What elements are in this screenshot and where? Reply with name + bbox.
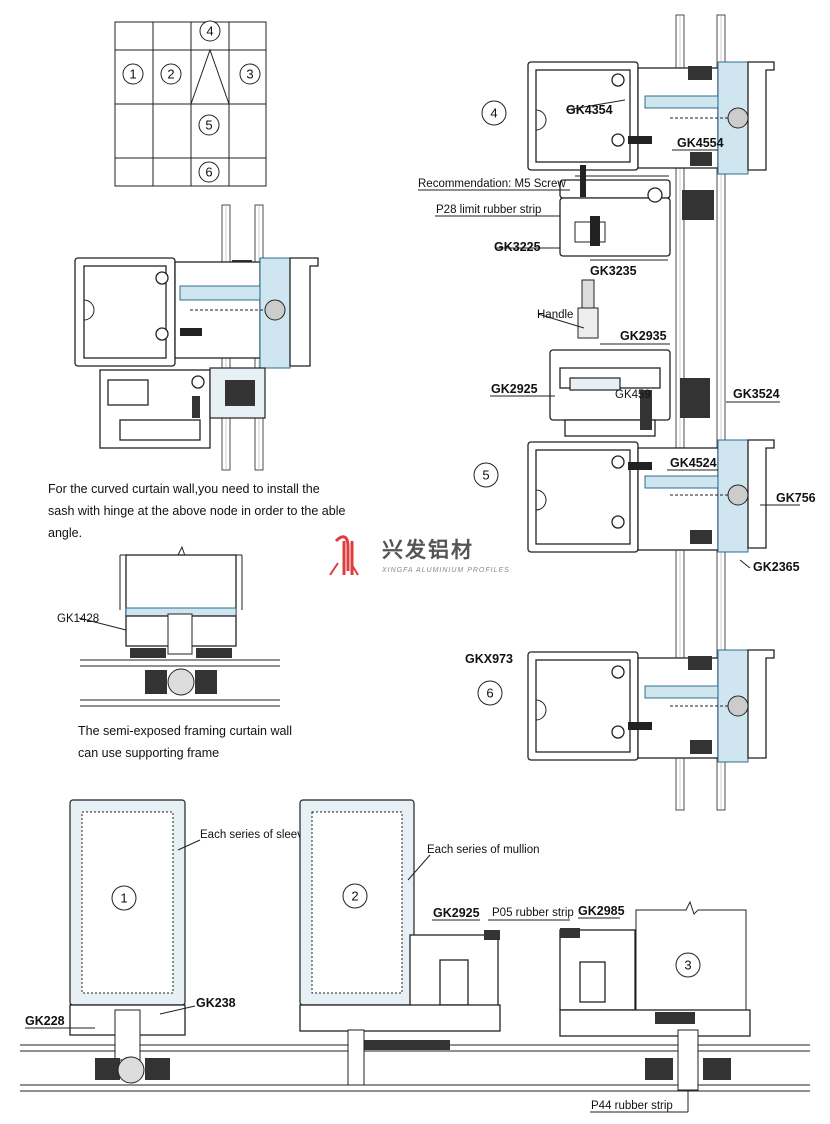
- grid-marker-5: [198, 114, 220, 136]
- grid-marker-4-label: 4: [206, 24, 213, 39]
- label-gk3235: GK3235: [590, 264, 637, 278]
- callout-6-label: 6: [486, 686, 493, 701]
- label-gkx973: GKX973: [465, 652, 513, 666]
- callout-6: [477, 680, 503, 706]
- hinged-sash-section: [74, 204, 319, 471]
- label-gk4354: GK4354: [566, 103, 613, 117]
- callout-4: [481, 100, 507, 126]
- bottom-marker-1: 1: [120, 891, 127, 906]
- label-gk1428: GK1428: [57, 613, 99, 625]
- grid-marker-6: [198, 161, 220, 183]
- note-curved-wall: For the curved curtain wall,you need to …: [48, 482, 346, 540]
- callout-4-label: 4: [490, 106, 497, 121]
- grid-marker-6-label: 6: [205, 165, 212, 180]
- label-gk2925: GK2925: [491, 382, 538, 396]
- semi-exposed-section: GK1428: [57, 545, 280, 707]
- grid-marker-2: [160, 63, 182, 85]
- label-sleeve: Each series of sleeve: [200, 829, 309, 841]
- grid-marker-1: [122, 63, 144, 85]
- label-gk2935: GK2935: [620, 329, 667, 343]
- callout-5-label: 5: [482, 468, 489, 483]
- label-mullion: Each series of mullion: [427, 844, 540, 856]
- grid-marker-3-label: 3: [246, 67, 253, 82]
- label-p44: P44 rubber strip: [591, 1100, 673, 1112]
- label-gk3524: GK3524: [733, 387, 780, 401]
- bottom-sections: 1 Each series of sleeve GK228 GK238 2 Ea…: [20, 799, 810, 1113]
- label-gk4524: GK4524: [670, 456, 717, 470]
- grid-marker-5-label: 5: [205, 118, 212, 133]
- grid-marker-3: [239, 63, 261, 85]
- bottom-marker-3: 3: [684, 958, 691, 973]
- label-gk2365: GK2365: [753, 560, 800, 574]
- label-gk3225: GK3225: [494, 240, 541, 254]
- bottom-marker-2: 2: [351, 889, 358, 904]
- logo-english-text: XINGFA ALUMINIUM PROFILES: [381, 567, 510, 574]
- grid-marker-1-label: 1: [129, 67, 136, 82]
- right-elevation: 4 5: [473, 14, 775, 811]
- logo-chinese-text: 兴发铝材: [382, 538, 474, 562]
- grid-marker-2-label: 2: [167, 67, 174, 82]
- note-semi-exposed: The semi-exposed framing curtain wall ca…: [78, 724, 292, 760]
- label-handle: Handle: [537, 309, 573, 321]
- brand-logo: 兴发铝材 XINGFA ALUMINIUM PROFILES: [329, 535, 510, 576]
- right-labels: GK4354 GK4554 Recommendation: M5 Screw P…: [418, 99, 816, 666]
- label-rec-screw: Recommendation: M5 Screw: [418, 178, 566, 190]
- grid-marker-4: [199, 20, 221, 42]
- label-gk459: GK459: [615, 389, 651, 401]
- label-p28: P28 limit rubber strip: [436, 204, 541, 216]
- label-gk238: GK238: [196, 996, 236, 1010]
- callout-5: [473, 462, 499, 488]
- label-gk4554: GK4554: [677, 136, 724, 150]
- grid-key: 1 2 3 4 5 6: [114, 20, 267, 187]
- label-gk756: GK756: [776, 491, 816, 505]
- label-gk2925-bottom: GK2925: [433, 906, 480, 920]
- label-gk228: GK228: [25, 1014, 65, 1028]
- label-gk2985: GK2985: [578, 904, 625, 918]
- label-p05: P05 rubber strip: [492, 907, 574, 919]
